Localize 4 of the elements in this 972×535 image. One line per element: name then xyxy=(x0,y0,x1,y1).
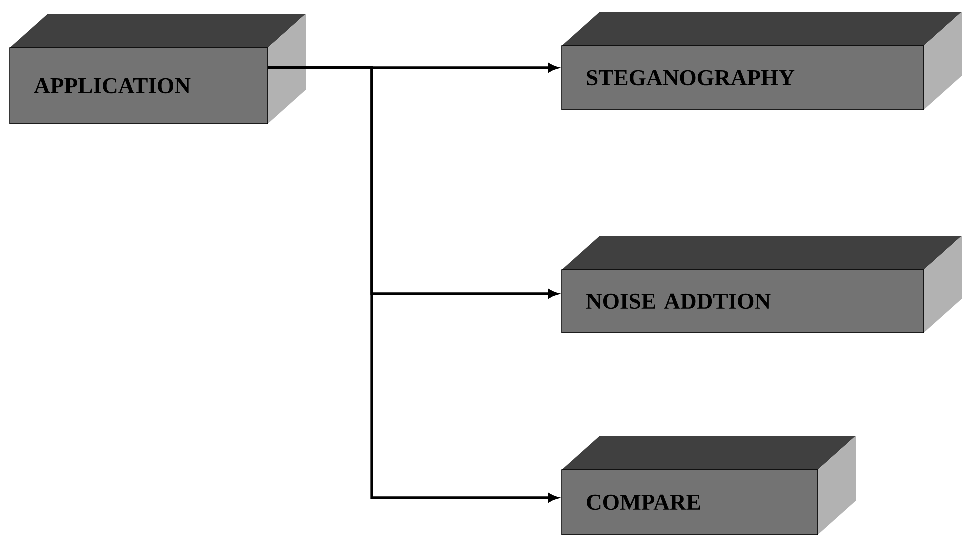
box-3d: APPLICATION xyxy=(10,14,306,124)
box-3d: STEGANOGRAPHY xyxy=(562,12,962,110)
box-3d: COMPARE xyxy=(562,436,856,535)
box-3d: NOISE ADDTION xyxy=(562,236,962,334)
